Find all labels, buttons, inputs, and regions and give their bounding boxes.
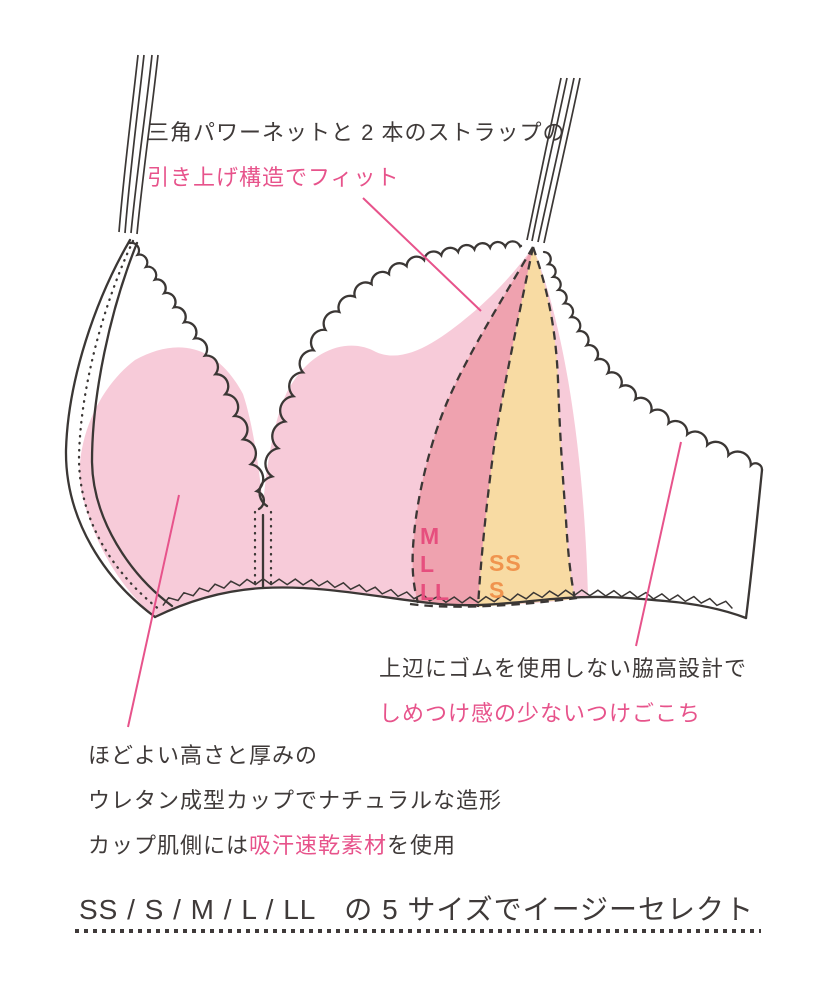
side-note: 上辺にゴムを使用しない脇高設計で しめつけ感の少ないつけごこち — [379, 646, 747, 736]
size-label-s: S — [489, 577, 505, 603]
cup-note-line2: ウレタン成型カップでナチュラルな造形 — [88, 788, 503, 813]
left-cup-scallop-edge — [128, 241, 266, 511]
wing-side-edge — [744, 468, 764, 620]
side-sling-seam — [90, 241, 174, 608]
cup-note-line3-highlight: 吸汗速乾素材 — [249, 833, 388, 858]
size-label-l: L — [420, 551, 435, 577]
wing-scallop-edge — [542, 250, 764, 472]
cup-note-line3-pre: カップ肌側には — [88, 833, 250, 858]
side-note-line2: しめつけ感の少ないつけごこち — [379, 701, 702, 726]
strap-note-pointer-line — [362, 197, 482, 312]
side-note-line1: 上辺にゴムを使用しない脇高設計で — [379, 656, 748, 681]
cup-note-pointer-line — [127, 494, 180, 728]
right-cup-scallop-edge — [258, 240, 523, 508]
cup-note-line3-post: を使用 — [387, 833, 457, 858]
stitch-zigzag — [162, 577, 733, 610]
right-strap — [526, 77, 581, 244]
strap-note: 三角パワーネットと 2 本のストラップの 引き上げ構造でフィット — [147, 110, 565, 200]
size-lineup-text: SS / S / M / L / LL の 5 サイズでイージーセレクト — [78, 894, 755, 925]
size-overlay-m-l-ll — [412, 247, 533, 607]
left-strap — [118, 54, 159, 235]
strap-note-line2: 引き上げ構造でフィット — [147, 165, 400, 190]
center-seam — [253, 510, 273, 590]
dotted-underline — [75, 929, 761, 933]
side-seam-dotted — [77, 239, 162, 612]
cup-note-line3: カップ肌側には吸汗速乾素材を使用 — [88, 823, 502, 868]
size-labels-pink-group: M L LL — [420, 523, 450, 605]
size-zone-dashed-lines — [409, 246, 578, 608]
cup-note-line1: ほどよい高さと厚みの — [88, 743, 319, 768]
size-label-m: M — [420, 523, 440, 549]
size-labels-orange-group: SS S — [489, 550, 522, 603]
band-bottom-edge — [153, 586, 748, 620]
size-label-ll: LL — [420, 579, 450, 605]
size-overlay-ss-s — [478, 247, 575, 607]
cup-note: ほどよい高さと厚みの ウレタン成型カップでナチュラルな造形 カップ肌側には吸汗速… — [88, 733, 502, 868]
strap-note-line1: 三角パワーネットと 2 本のストラップの — [147, 120, 566, 145]
side-note-pointer-line — [635, 441, 682, 647]
size-label-ss: SS — [489, 550, 522, 576]
left-side-edge — [64, 238, 157, 619]
